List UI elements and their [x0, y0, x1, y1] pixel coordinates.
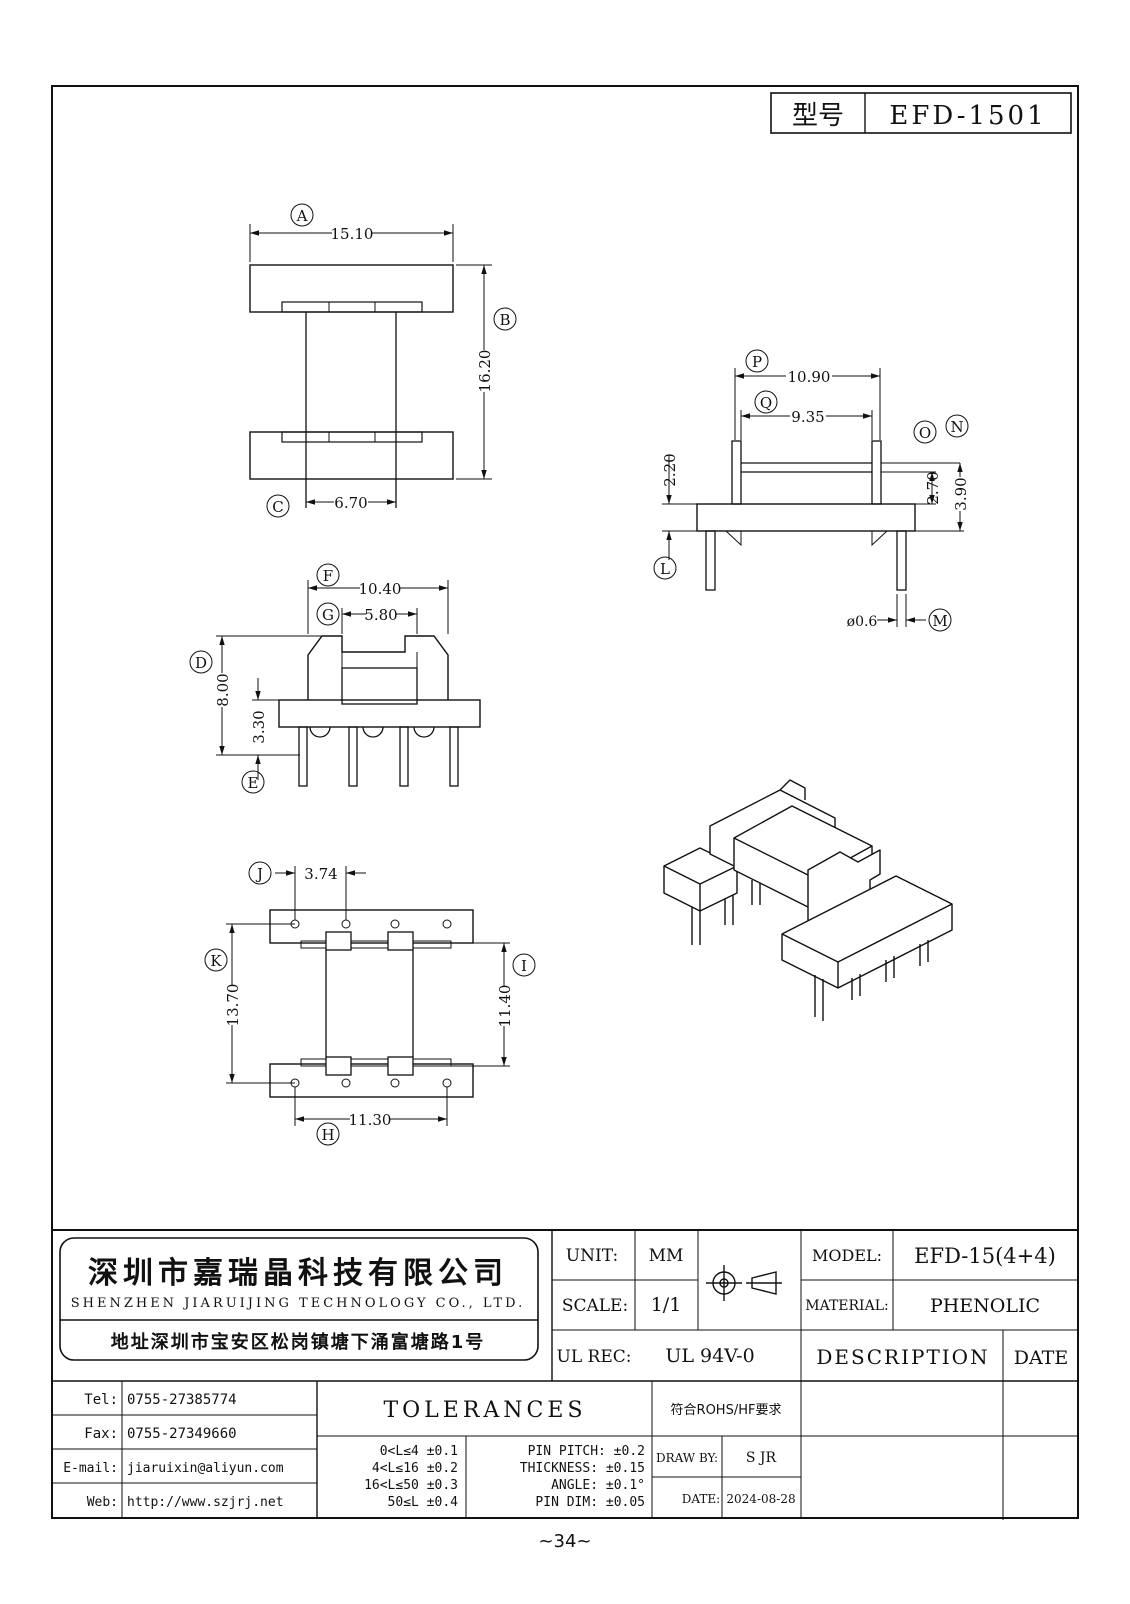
dim-k-value: 13.70 — [224, 984, 242, 1027]
dim-j-value: 3.74 — [304, 865, 337, 883]
fax-value: 0755-27349660 — [127, 1426, 237, 1442]
fax-label: Fax: — [84, 1426, 118, 1442]
tel-label: Tel: — [84, 1392, 118, 1408]
thickness-tolerance: THICKNESS: ±0.15 — [520, 1461, 645, 1476]
date-field-value: 2024-08-28 — [726, 1492, 795, 1506]
model-header: 型号 EFD-1501 — [770, 92, 1072, 134]
tag-d: D — [195, 654, 207, 672]
projection-symbol-icon — [706, 1265, 782, 1301]
pin-pitch-tolerance: PIN PITCH: ±0.2 — [528, 1444, 645, 1459]
tag-c: C — [272, 498, 283, 516]
pin-dim-tolerance: PIN DIM: ±0.05 — [535, 1495, 645, 1510]
unit-value: MM — [649, 1246, 684, 1266]
dim-g-value: 5.80 — [364, 606, 397, 624]
tolerance-line-1: 0<L≤4 ±0.1 — [380, 1444, 458, 1459]
tolerance-line-2: 4<L≤16 ±0.2 — [372, 1461, 458, 1476]
model-label: MODEL: — [812, 1246, 882, 1265]
tag-k: K — [210, 952, 222, 970]
front-view: 10.40 F 5.80 G 8.00 D 3.30 E — [189, 563, 481, 794]
dim-h-value: 11.30 — [349, 1111, 392, 1129]
dim-f-value: 10.40 — [359, 580, 402, 598]
dim-c-value: 6.70 — [334, 494, 367, 512]
tag-e: E — [248, 774, 259, 792]
top-view: 15.10 A 16.20 B 6.70 C — [249, 203, 517, 518]
description-label: DESCRIPTION — [816, 1345, 989, 1369]
ul-value: UL 94V-0 — [665, 1345, 754, 1367]
sheet-border — [51, 85, 1079, 1519]
tag-n: N — [950, 418, 963, 436]
isometric-view — [663, 779, 953, 1021]
web-value: http://www.szjrj.net — [127, 1495, 284, 1510]
date-column-label: DATE — [1014, 1347, 1068, 1369]
tag-f: F — [323, 567, 333, 585]
side-view: 10.90 P 9.35 Q 2.20 L 2.70 3.90 O N — [653, 349, 970, 632]
scale-value: 1/1 — [651, 1294, 682, 1316]
email-label: E-mail: — [63, 1461, 118, 1476]
tag-h: H — [321, 1126, 334, 1144]
material-label: MATERIAL: — [805, 1298, 888, 1314]
scale-label: SCALE: — [562, 1296, 628, 1316]
tolerances-title: TOLERANCES — [383, 1398, 586, 1423]
dim-e-value: 3.30 — [250, 710, 268, 743]
angle-tolerance: ANGLE: ±0.1° — [551, 1478, 645, 1493]
dim-l-value: 2.20 — [661, 453, 679, 486]
dim-q-value: 9.35 — [791, 408, 824, 426]
tolerance-line-3: 16<L≤50 ±0.3 — [364, 1478, 458, 1493]
email-value: jiaruixin@aliyun.com — [127, 1461, 284, 1476]
company-name-cn: 深圳市嘉瑞晶科技有限公司 — [88, 1256, 508, 1291]
draw-by-label: DRAW BY: — [656, 1451, 718, 1465]
tag-l: L — [660, 560, 670, 578]
tag-i: I — [521, 957, 527, 975]
tag-m: M — [932, 612, 947, 630]
tag-a: A — [296, 207, 308, 225]
page-number: ~34~ — [538, 1531, 591, 1552]
model-header-label: 型号 — [792, 101, 844, 131]
web-label: Web: — [87, 1495, 118, 1510]
tolerance-line-4: 50≤L ±0.4 — [388, 1495, 459, 1510]
ul-label: UL REC: — [557, 1347, 632, 1367]
tag-g: G — [322, 606, 334, 624]
material-value: PHENOLIC — [930, 1295, 1040, 1317]
draw-by-value: S JR — [746, 1450, 777, 1466]
company-name-en: SHENZHEN JIARUIJING TECHNOLOGY CO., LTD. — [71, 1296, 526, 1311]
dim-o-value: 2.70 — [924, 471, 942, 504]
model-value: EFD-15(4+4) — [914, 1244, 1056, 1268]
rohs-compliance: 符合ROHS/HF要求 — [671, 1402, 782, 1418]
tag-q: Q — [760, 394, 772, 412]
dim-a-value: 15.10 — [331, 225, 374, 243]
tag-o: O — [919, 424, 931, 442]
tag-b: B — [499, 311, 510, 329]
model-header-value: EFD-1501 — [889, 101, 1046, 131]
dim-n-value: 3.90 — [952, 477, 970, 510]
title-block: 深圳市嘉瑞晶科技有限公司 SHENZHEN JIARUIJING TECHNOL… — [52, 1229, 1078, 1520]
dim-m-value: ø0.6 — [847, 614, 878, 630]
dim-i-value: 11.40 — [496, 985, 514, 1028]
tag-p: P — [752, 353, 762, 371]
dim-b-value: 16.20 — [476, 350, 494, 393]
company-address: 地址深圳市宝安区松岗镇塘下涌富塘路1号 — [111, 1331, 486, 1353]
date-field-label: DATE: — [682, 1492, 720, 1506]
tel-value: 0755-27385774 — [127, 1392, 237, 1408]
dim-d-value: 8.00 — [214, 673, 232, 706]
unit-label: UNIT: — [566, 1246, 618, 1266]
bottom-view: 3.74 J 13.70 K 11.40 I 11.30 H — [204, 861, 536, 1146]
dim-p-value: 10.90 — [788, 368, 831, 386]
tag-j: J — [255, 865, 263, 883]
